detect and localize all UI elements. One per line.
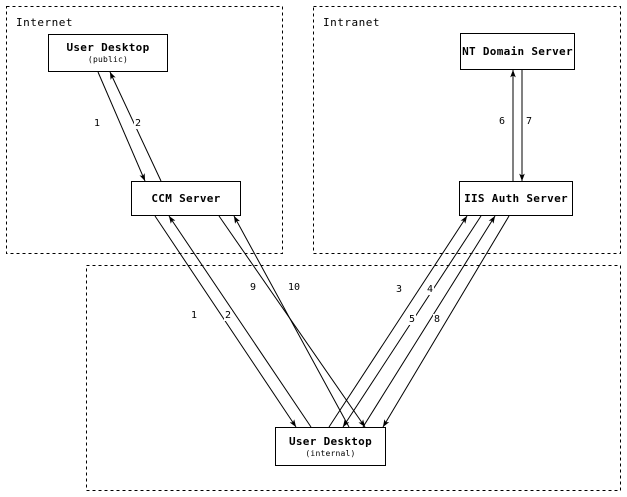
node-user-desktop-public[interactable]: User Desktop(public): [48, 34, 168, 72]
flow-arrow-8-iis-auth-server-to-user-desktop-internal: [382, 215, 510, 428]
flow-label-1-user-desktop-public-to-ccm-server: 1: [93, 118, 102, 129]
flow-label-2-user-desktop-internal-to-ccm-server: 2: [224, 310, 233, 321]
flow-arrow-1-user-desktop-public-to-ccm-server: [97, 71, 146, 182]
node-title-user-desktop-public: User Desktop: [66, 41, 150, 54]
zone-label-internet: Internet: [16, 16, 73, 29]
node-nt-domain-server[interactable]: NT Domain Server: [460, 33, 575, 70]
node-ccm-server[interactable]: CCM Server: [131, 181, 241, 216]
flow-arrow-2-user-desktop-internal-to-ccm-server: [168, 215, 312, 428]
zone-boundary-internet: [6, 6, 283, 254]
flow-label-2-ccm-server-to-user-desktop-public: 2: [134, 118, 143, 129]
node-subtitle-user-desktop-public: (public): [87, 55, 129, 64]
flow-label-1-ccm-server-to-user-desktop-internal: 1: [190, 310, 199, 321]
flow-label-3-user-desktop-internal-to-iis-auth-server: 3: [395, 284, 404, 295]
flow-arrows: [97, 69, 525, 428]
node-title-iis-auth-server: IIS Auth Server: [464, 192, 568, 205]
flow-arrow-3-user-desktop-internal-to-iis-auth-server: [328, 215, 468, 428]
flow-arrow-1-ccm-server-to-user-desktop-internal: [154, 215, 297, 428]
flow-label-5-user-desktop-internal-to-iis-auth-server: 5: [408, 314, 417, 325]
node-title-ccm-server: CCM Server: [151, 192, 221, 205]
flow-label-6-iis-auth-server-to-nt-domain-server: 6: [498, 116, 507, 127]
zone-label-intranet: Intranet: [323, 16, 380, 29]
node-subtitle-user-desktop-internal: (internal): [305, 448, 356, 458]
flow-arrow-10-user-desktop-internal-to-ccm-server: [233, 215, 350, 428]
flow-label-9-ccm-server-to-user-desktop-internal: 9: [249, 282, 258, 293]
flow-arrow-5-user-desktop-internal-to-iis-auth-server: [362, 215, 496, 428]
zone-boundaries: [6, 6, 621, 491]
flow-label-4-iis-auth-server-to-user-desktop-internal: 4: [426, 284, 435, 295]
flow-label-8-iis-auth-server-to-user-desktop-internal: 8: [433, 314, 442, 325]
node-title-nt-domain-server: NT Domain Server: [462, 45, 573, 58]
flow-label-7-nt-domain-server-to-iis-auth-server: 7: [525, 116, 534, 127]
flow-label-10-user-desktop-internal-to-ccm-server: 10: [287, 282, 302, 293]
node-title-user-desktop-internal: User Desktop: [288, 434, 373, 448]
node-user-desktop-internal[interactable]: User Desktop(internal): [275, 427, 386, 466]
zone-boundary-internal: [86, 265, 621, 491]
node-iis-auth-server[interactable]: IIS Auth Server: [459, 181, 573, 216]
zone-boundary-intranet: [313, 6, 621, 254]
